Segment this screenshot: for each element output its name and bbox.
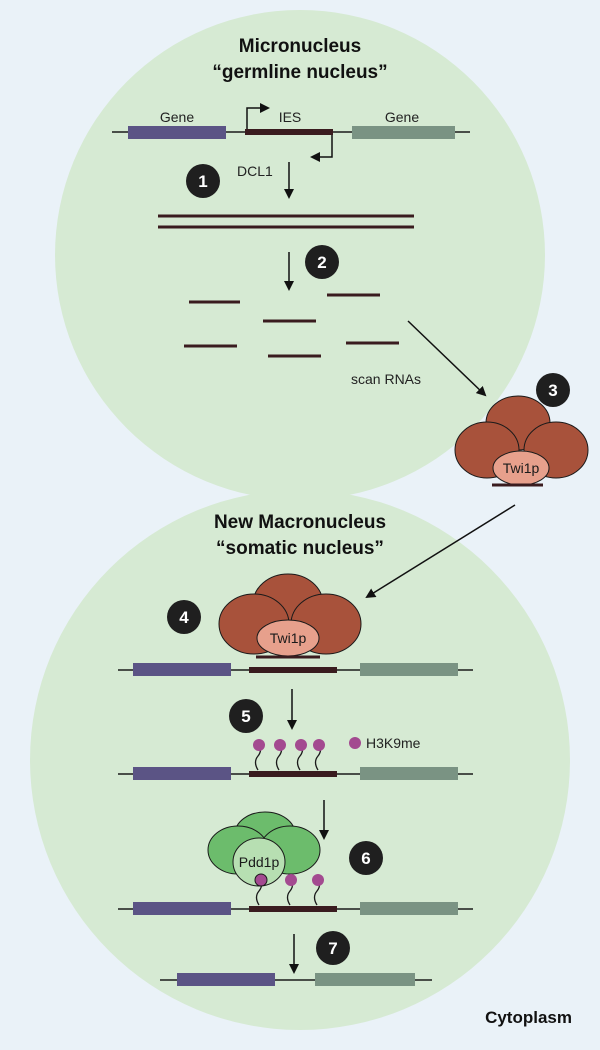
h3k9me-label: H3K9me [366,735,421,751]
svg-text:5: 5 [241,707,250,726]
svg-text:3: 3 [548,381,557,400]
macronucleus-title: New Macronucleus [214,512,386,533]
h3k9me-legend-dot [349,737,361,749]
germline-gene-right [352,126,455,139]
svg-text:7: 7 [328,939,337,958]
dna-step-6 [118,902,473,915]
macronucleus-shape [30,490,570,1030]
double-stranded-rna [158,214,414,229]
step-6-badge: 6 [349,841,383,875]
twi1p-bound-label: Twi1p [270,630,307,646]
pdd1p-label: Pdd1p [239,854,280,870]
gene-right-label: Gene [385,109,419,125]
twi1p-complex-bound [218,573,362,659]
cytoplasm-label: Cytoplasm [485,1008,572,1027]
dcl1-label: DCL1 [237,163,273,179]
h3k9me-marks-step-5 [253,739,325,771]
h3k9me-marks-step-6 [254,873,324,906]
step-3-badge: 3 [536,373,570,407]
reverse-transcription-arrow [310,135,333,162]
gene-left-label: Gene [160,109,194,125]
rejoined-dna [160,973,432,986]
svg-text:6: 6 [361,849,370,868]
germline-gene-left [128,126,226,139]
scan-rnas-label: scan RNAs [351,371,421,387]
twi1p-free-label: Twi1p [503,460,540,476]
micronucleus-subtitle: “germline nucleus” [212,62,387,83]
micronucleus-title: Micronucleus [239,36,361,57]
step-2-badge: 2 [305,245,339,279]
germline-ies [245,129,333,135]
svg-text:1: 1 [198,172,207,191]
export-arrow [407,320,487,397]
step-5-badge: 5 [229,699,263,733]
step-1-badge: 1 [186,164,220,198]
step-4-badge: 4 [167,600,201,634]
twi1p-complex-free [454,395,589,487]
ies-label: IES [279,109,302,125]
pdd1p-complex [207,811,321,887]
dna-step-4 [118,663,473,676]
germline-dna [112,126,470,139]
svg-text:2: 2 [317,253,326,272]
dna-step-5 [118,767,473,780]
import-arrow [365,504,516,599]
scan-rna-fragments [184,293,399,358]
step-7-badge: 7 [316,931,350,965]
macronucleus-subtitle: “somatic nucleus” [216,538,384,559]
forward-transcription-arrow [246,103,270,129]
svg-text:4: 4 [179,608,189,627]
